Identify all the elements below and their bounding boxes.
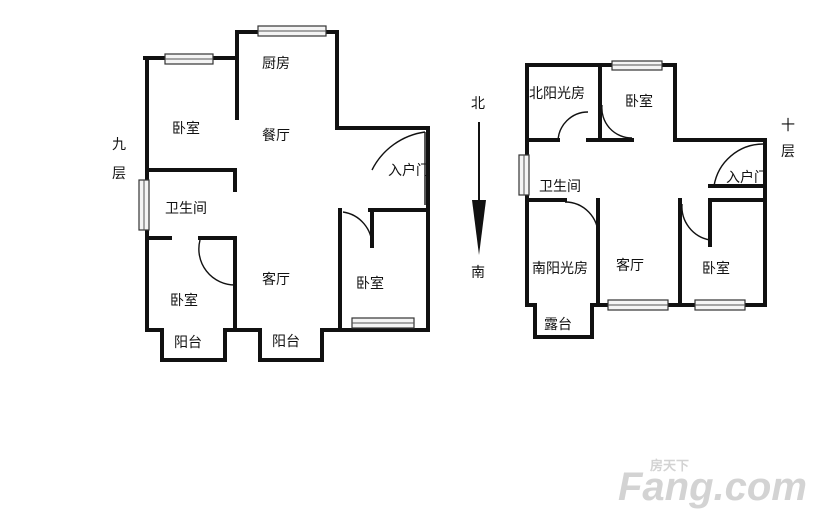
watermark-brand: Fang.com	[618, 465, 807, 509]
floor-9-entrance-label: 入户门	[388, 162, 430, 179]
floor-10-living-label: 客厅	[616, 257, 644, 274]
floor-9-bathroom-label: 卫生间	[165, 201, 207, 217]
floor-10-north-sunroom-label: 北阳光房	[529, 86, 585, 102]
floor-10-label-char-2: 层	[781, 144, 795, 160]
watermark-chinese: 房天下	[650, 458, 689, 474]
floor-10-bedroom-s-door-swing	[681, 203, 711, 241]
floor-9-dining-label: 餐厅	[262, 128, 290, 144]
floor-9-living-label: 客厅	[262, 271, 290, 288]
compass-north-label: 北	[471, 96, 485, 112]
floor-10-entrance-label: 入户门	[726, 169, 768, 186]
floor-10-south-sunroom-label: 南阳光房	[532, 261, 588, 277]
floor-9-bedroom-se-door-swing	[342, 211, 373, 247]
floor-10-sunroom-door-swing	[557, 111, 589, 143]
floor-10-bedroom-n-label: 卧室	[625, 93, 653, 110]
floor-10-terrace-label: 露台	[544, 317, 572, 333]
floor-10-south-sunroom-door-swing	[564, 201, 599, 237]
floor-9-balcony-left-label: 阳台	[174, 335, 202, 351]
floor-10-bedroom-s-label: 卧室	[702, 260, 730, 277]
floor-9-entrance-door-swing	[371, 131, 426, 171]
floor-9-plan: 厨房 卧室 餐厅 入户门 卫生间 卧室 客厅 卧室 阳台 阳台 九 层	[112, 25, 430, 362]
compass: 北 南	[471, 96, 486, 281]
floor-9-label-char-2: 层	[112, 166, 126, 182]
floor-10-bedroom-door-swing	[601, 104, 633, 139]
compass-arrow-head-icon	[472, 200, 486, 255]
floor-9-bedroom-sw-label: 卧室	[170, 292, 198, 309]
floor-9-label-char-1: 九	[112, 137, 126, 153]
floor-10-bathroom-label: 卫生间	[539, 179, 581, 195]
floor-9-kitchen-label: 厨房	[262, 56, 290, 72]
floor-9-outer-wall	[143, 30, 430, 362]
floor-9-bedroom-se-label: 卧室	[356, 275, 384, 292]
floor-9-bedroom-nw-label: 卧室	[172, 120, 200, 137]
floor-10-plan: 北阳光房 卧室 卫生间 入户门 南阳光房 客厅 卧室 露台 十 层	[518, 60, 795, 339]
floor-10-label-char-1: 十	[781, 118, 795, 134]
floor-9-balcony-right-label: 阳台	[272, 334, 300, 350]
compass-south-label: 南	[471, 265, 485, 281]
floor-10-entrance-door-swing	[713, 143, 764, 187]
floor-9-bedroom-door-swing	[198, 239, 236, 286]
fang-watermark-logo: 房天下 Fang.com	[618, 458, 807, 509]
